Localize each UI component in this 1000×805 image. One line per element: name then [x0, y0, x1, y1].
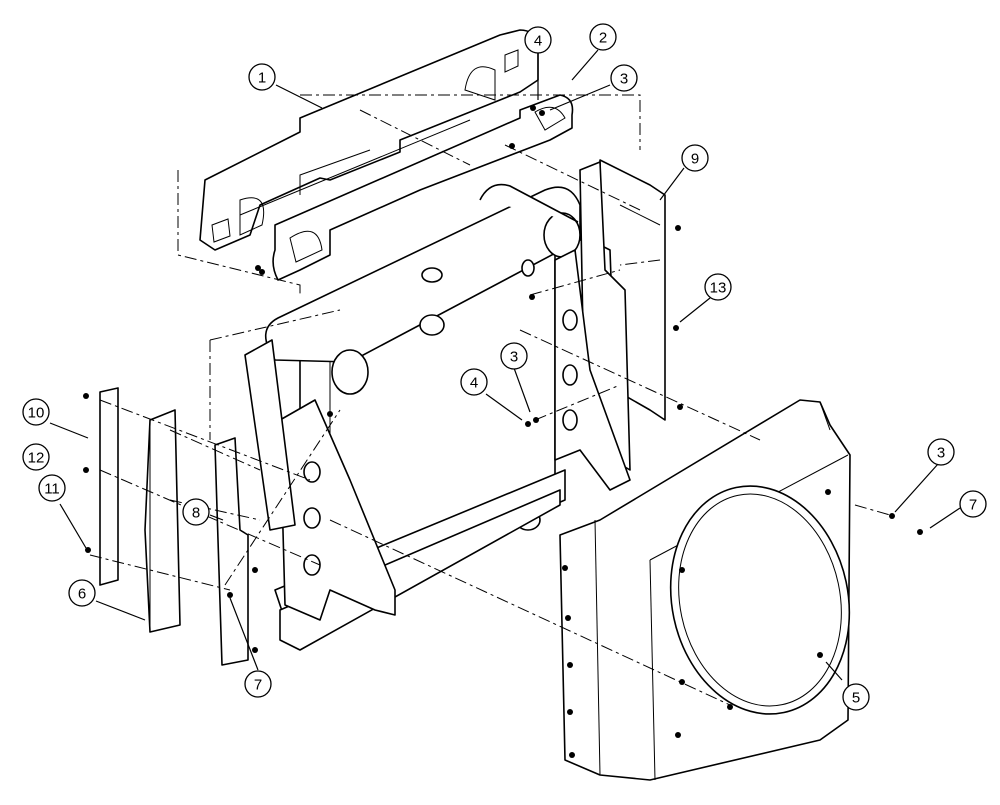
callout-label: 13: [710, 280, 727, 297]
callout-12: 12: [22, 443, 50, 471]
callout-circle: [22, 443, 50, 471]
callout-2: 2: [589, 23, 617, 51]
callout-circle: [681, 144, 709, 172]
left-side-plate: [244, 339, 396, 621]
callout-label: 6: [78, 586, 86, 603]
callout-label: 4: [534, 33, 542, 50]
callout-label: 11: [44, 481, 60, 498]
callout-label: 3: [510, 349, 518, 366]
callout-circle: [589, 23, 617, 51]
callout-circle: [704, 273, 732, 301]
callout-circle: [182, 498, 210, 526]
callout-circle: [460, 368, 488, 396]
callout-circle: [842, 683, 870, 711]
part-6-left-seal: [144, 409, 181, 633]
callout-circle: [22, 398, 50, 426]
part-10-left-seal: [99, 387, 119, 586]
callout-label: 3: [620, 71, 628, 88]
callout-label: 12: [28, 450, 45, 467]
callout-7: 7: [959, 490, 987, 518]
callout-3: 3: [610, 64, 638, 92]
callout-7: 7: [244, 670, 272, 698]
callout-3: 3: [927, 438, 955, 466]
callout-label: 1: [258, 70, 266, 87]
callout-label: 2: [599, 30, 607, 47]
callout-label: 10: [28, 405, 45, 422]
callout-10: 10: [22, 398, 50, 426]
radiator-core: [264, 183, 581, 651]
callout-circle: [244, 670, 272, 698]
part-8-left-bracket: [214, 437, 249, 666]
callout-circle: [959, 490, 987, 518]
callout-4: 4: [460, 368, 488, 396]
callout-circle: [38, 474, 66, 502]
centerlines: [89, 94, 891, 706]
part-5-fan-shroud: [559, 399, 851, 781]
callout-1: 1: [248, 63, 276, 91]
leader-lines: [49, 49, 961, 681]
callout-11: 11: [38, 474, 66, 502]
callout-label: 4: [470, 375, 478, 392]
callout-13: 13: [704, 273, 732, 301]
callout-label: 9: [691, 151, 699, 168]
callout-circle: [524, 26, 552, 54]
callout-circle: [248, 63, 276, 91]
callout-5: 5: [842, 683, 870, 711]
callout-8: 8: [182, 498, 210, 526]
right-side-plate: [554, 249, 631, 491]
callout-9: 9: [681, 144, 709, 172]
callout-circle: [68, 579, 96, 607]
callout-label: 7: [254, 677, 262, 694]
callout-circle: [500, 342, 528, 370]
fastener-hardware: [83, 105, 923, 710]
part-2-rear-baffle: [272, 94, 574, 281]
callout-circle: [610, 64, 638, 92]
callout-label: 8: [192, 505, 200, 522]
callout-label: 5: [852, 690, 860, 707]
callout-label: 3: [937, 445, 945, 462]
callout-4: 4: [524, 26, 552, 54]
callout-6: 6: [68, 579, 96, 607]
callout-3: 3: [500, 342, 528, 370]
callout-label: 7: [969, 497, 977, 514]
callout-circle: [927, 438, 955, 466]
